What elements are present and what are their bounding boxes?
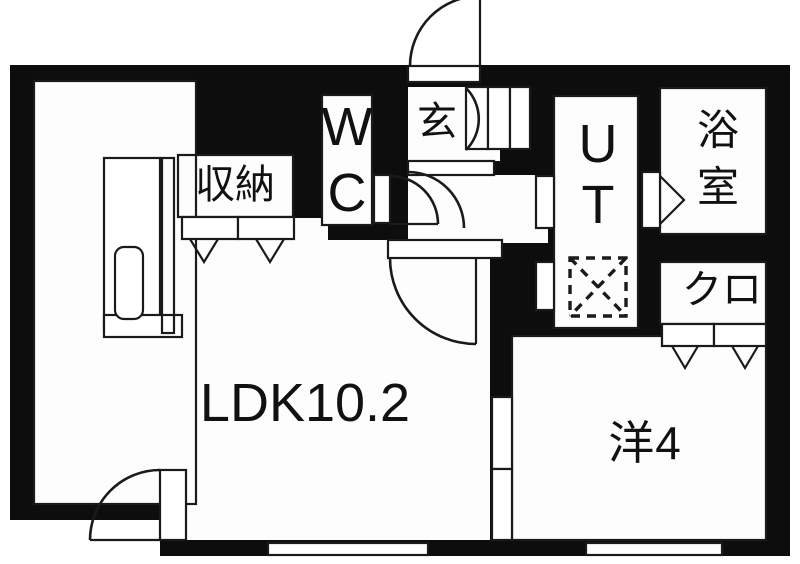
ldk-door[interactable]	[386, 238, 504, 346]
room-label-western-room: 洋4	[608, 417, 682, 469]
bathroom-interior	[660, 88, 766, 234]
storage-interior	[178, 155, 293, 217]
interior-outlines	[32, 79, 768, 542]
room-label-bathroom-line1: 浴	[697, 107, 739, 154]
entrance-step-door[interactable]	[406, 159, 496, 229]
room-label-bathroom-line2: 室	[697, 164, 739, 211]
room-label-utility-line1: U	[579, 114, 618, 174]
room-label-toilet-line1: W	[322, 97, 373, 157]
room-label-toilet-line2: C	[328, 163, 367, 223]
bathroom-folding-door[interactable]	[640, 170, 686, 230]
room-label-bathroom: 浴 室	[697, 107, 739, 211]
western-room-interior	[512, 336, 766, 540]
toilet-door[interactable]	[372, 173, 440, 226]
room-label-closet: クロ	[682, 268, 762, 312]
ldk-interior	[168, 240, 490, 540]
closet-interior	[660, 262, 766, 324]
shoe-cabinet	[464, 85, 532, 151]
ldk-south-window	[266, 541, 430, 557]
toilet-interior	[322, 95, 372, 225]
entrance-front-door[interactable]	[406, 0, 482, 84]
balcony-door[interactable]	[88, 468, 188, 542]
entrance-hall-interior	[408, 175, 548, 243]
entrance-inner-door[interactable]	[465, 87, 480, 151]
washing-machine-space	[568, 256, 628, 318]
room-label-toilet: W C	[322, 97, 373, 223]
room-label-ldk: LDK10.2	[200, 373, 410, 433]
room-label-utility: U T	[579, 114, 618, 235]
closet-folding-doors[interactable]	[660, 322, 768, 371]
room-label-storage: 収納	[195, 163, 275, 207]
western-room-sliding-door[interactable]	[490, 395, 514, 542]
utility-door[interactable]	[534, 174, 556, 312]
utility-interior-notch	[554, 96, 574, 156]
kitchen-sink-counter	[102, 156, 184, 339]
room-label-utility-line2: T	[582, 175, 615, 235]
storage-folding-doors[interactable]	[180, 215, 296, 265]
western-room-south-window	[584, 541, 724, 557]
room-label-entrance: 玄	[417, 100, 457, 144]
